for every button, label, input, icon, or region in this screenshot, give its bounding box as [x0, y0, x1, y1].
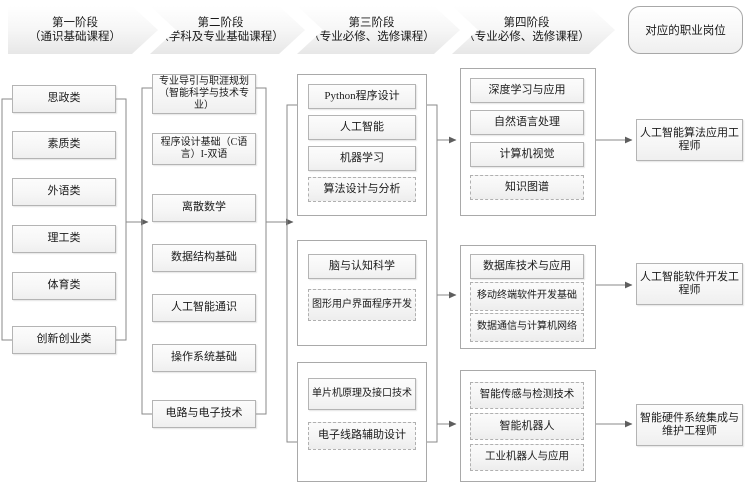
stage4-group-0-course-3: 知识图谱: [470, 175, 584, 200]
stage3-group-0-course-2: 机器学习: [308, 146, 416, 171]
stage-header-3-text: 第三阶段 （专业必修、选修课程）: [302, 16, 455, 45]
stage-header-1-text: 第一阶段 （通识基础课程）: [23, 16, 143, 45]
stage3-group-0-course-0: Python程序设计: [308, 84, 416, 109]
stage2-course-3: 数据结构基础: [152, 244, 256, 272]
stage4-group-1-course-2-label: 数据通信与计算机网络: [477, 321, 577, 333]
stage4-group-1-course-1: 移动终端软件开发基础: [470, 282, 584, 311]
stage3-group-0-course-3: 算法设计与分析: [308, 177, 416, 202]
stage4-group-0-course-2-label: 计算机视觉: [499, 147, 555, 160]
stage2-course-1-label: 程序设计基础（C语言）I-双语: [160, 136, 248, 160]
stage4-group-2-course-0: 智能传感与检测技术: [470, 382, 584, 409]
stage1-course-1-label: 素质类: [47, 138, 81, 151]
stage4-group-2-course-2: 工业机器人与应用: [470, 444, 584, 471]
stage3-group-1-course-1-label: 图形用户界面程序开发: [312, 298, 412, 310]
stage1-course-0-label: 思政类: [47, 92, 81, 105]
stage4-group-2-course-2-label: 工业机器人与应用: [485, 451, 569, 463]
stage2-course-3-label: 数据结构基础: [171, 251, 237, 264]
stage3-group-1-course-0: 脑与认知科学: [308, 254, 416, 279]
stage3-group-0-course-3-label: 算法设计与分析: [323, 182, 401, 195]
stage-header-3: 第三阶段 （专业必修、选修课程）: [297, 6, 460, 54]
stage-header-1: 第一阶段 （通识基础课程）: [8, 6, 158, 54]
stage4-group-2-course-1-label: 智能机器人: [499, 419, 555, 432]
stage4-group-0-course-3-label: 知识图谱: [505, 180, 549, 193]
stage3-group-2-course-1: 电子线路辅助设计: [308, 422, 416, 450]
stage-header-1-title: 第一阶段: [52, 16, 98, 29]
stage4-group-0-course-2: 计算机视觉: [470, 142, 584, 167]
stage4-group-2-course-0-label: 智能传感与检测技术: [479, 389, 575, 401]
career-header: 对应的职业岗位: [628, 6, 743, 54]
stage2-course-4-label: 人工智能通识: [171, 301, 237, 314]
stage1-course-0: 思政类: [12, 85, 116, 113]
stage3-group-2-course-1-label: 电子线路辅助设计: [318, 429, 406, 442]
stage1-course-5: 创新创业类: [12, 326, 116, 354]
career-header-text: 对应的职业岗位: [645, 25, 726, 37]
stage2-course-4: 人工智能通识: [152, 294, 256, 322]
stage4-group-0-course-0-label: 深度学习与应用: [488, 83, 566, 96]
stage-header-2-text: 第二阶段 （学科及专业基础课程）: [151, 16, 304, 45]
stage1-course-2: 外语类: [12, 178, 116, 206]
stage-header-2: 第二阶段 （学科及专业基础课程）: [150, 6, 305, 54]
stage4-group-0-course-1: 自然语言处理: [470, 110, 584, 135]
stage2-course-0-label: 专业导引与职涯规划（智能科学与技术专业）: [159, 75, 249, 112]
stage2-course-1: 程序设计基础（C语言）I-双语: [152, 133, 256, 165]
stage-header-2-subtitle: （学科及专业基础课程）: [157, 31, 284, 43]
stage2-course-5: 操作系统基础: [152, 344, 256, 372]
stage4-group-0-course-0: 深度学习与应用: [470, 78, 584, 103]
stage-header-3-title: 第三阶段: [348, 16, 395, 29]
stage3-group-2-course-0-label: 单片机原理及接口技术: [312, 387, 412, 399]
stage4-group-1-course-2: 数据通信与计算机网络: [470, 313, 584, 342]
stage3-group-0-course-2-label: 机器学习: [340, 151, 384, 164]
stage3-group-0-course-1: 人工智能: [308, 115, 416, 140]
stage4-group-1-course-0-label: 数据库技术与应用: [483, 259, 571, 272]
stage2-course-6: 电路与电子技术: [152, 400, 256, 428]
stage4-group-1-course-1-label: 移动终端软件开发基础: [477, 290, 577, 302]
career-2-label: 智能硬件系统集成与维护工程师: [640, 411, 739, 437]
stage2-course-2-label: 离散数学: [182, 201, 226, 214]
stage1-course-1: 素质类: [12, 131, 116, 159]
career-2: 智能硬件系统集成与维护工程师: [636, 404, 743, 446]
stage1-course-4-label: 体育类: [47, 279, 81, 292]
stage1-course-3: 理工类: [12, 225, 116, 253]
stage2-course-5-label: 操作系统基础: [171, 351, 237, 364]
stage3-group-0-course-1-label: 人工智能: [340, 120, 384, 133]
stage4-group-2-course-1: 智能机器人: [470, 413, 584, 440]
career-0: 人工智能算法应用工程师: [636, 119, 743, 161]
stage-header-3-subtitle: （专业必修、选修课程）: [308, 31, 435, 43]
stage3-group-0-course-0-label: Python程序设计: [324, 89, 400, 102]
career-0-label: 人工智能算法应用工程师: [640, 126, 739, 152]
stage-header-4: 第四阶段 （专业必修、选修课程）: [452, 6, 615, 54]
stage-header-4-text: 第四阶段 （专业必修、选修课程）: [457, 16, 610, 45]
stage2-course-2: 离散数学: [152, 194, 256, 222]
stage3-group-1-course-1: 图形用户界面程序开发: [308, 289, 416, 321]
stage1-course-2-label: 外语类: [47, 185, 81, 198]
stage2-course-6-label: 电路与电子技术: [165, 407, 243, 420]
stage2-course-0: 专业导引与职涯规划（智能科学与技术专业）: [152, 74, 256, 114]
stage4-group-0-course-1-label: 自然语言处理: [494, 115, 560, 128]
stage-header-4-title: 第四阶段: [503, 16, 550, 29]
stage3-group-2-course-0: 单片机原理及接口技术: [308, 378, 416, 410]
stage1-course-5-label: 创新创业类: [36, 333, 92, 346]
career-1: 人工智能软件开发工程师: [636, 263, 743, 305]
stage3-group-1-course-0-label: 脑与认知科学: [329, 259, 395, 272]
stage-header-2-title: 第二阶段: [197, 16, 244, 29]
stage4-group-1-course-0: 数据库技术与应用: [470, 254, 584, 279]
career-1-label: 人工智能软件开发工程师: [640, 270, 739, 296]
stage1-course-3-label: 理工类: [47, 232, 81, 245]
stage1-course-4: 体育类: [12, 272, 116, 300]
stage-header-4-subtitle: （专业必修、选修课程）: [463, 31, 590, 43]
stage-header-1-subtitle: （通识基础课程）: [29, 31, 121, 43]
